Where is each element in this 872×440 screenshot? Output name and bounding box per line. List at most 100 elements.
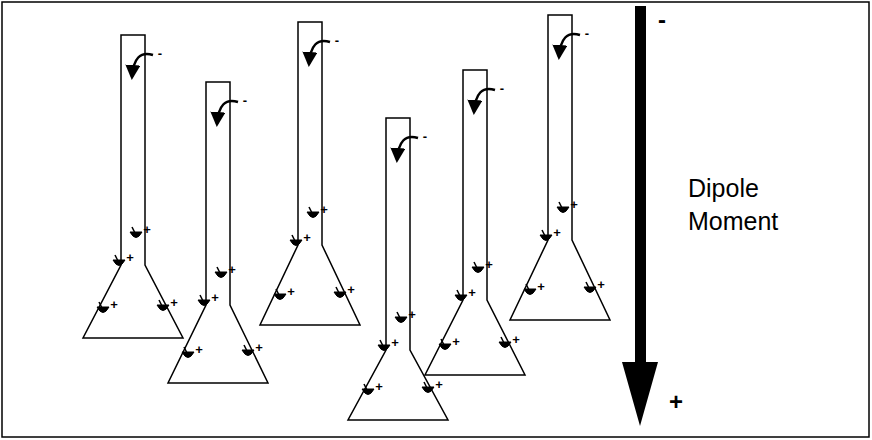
synapse-symbol	[524, 289, 536, 295]
charge-sign: +	[452, 335, 460, 348]
synapse-symbol	[334, 292, 346, 298]
synapse-stalk	[542, 230, 545, 236]
neuron-outline	[260, 22, 360, 325]
synapse-stalk	[115, 255, 118, 261]
charge-sign: +	[320, 203, 328, 216]
synapse-symbol	[274, 294, 286, 300]
synapse-symbol	[113, 260, 125, 266]
synapse-symbol	[307, 212, 319, 218]
synapse-symbol	[439, 344, 451, 350]
current-arrow	[474, 89, 495, 112]
pyramidal-neuron	[425, 70, 525, 375]
synapse-stalk	[559, 202, 562, 208]
neuron-outline	[168, 82, 268, 383]
charge-sign: +	[347, 283, 355, 296]
synapse-symbol	[378, 345, 390, 351]
synapse-stalk	[336, 287, 339, 293]
synapse-stalk	[474, 262, 477, 268]
current-arrow	[397, 137, 418, 160]
synapse-symbol	[499, 342, 511, 348]
charge-sign: +	[143, 223, 151, 236]
charge-sign: +	[303, 231, 311, 244]
neuron-outline	[425, 70, 525, 375]
charge-sign: -	[585, 27, 589, 40]
synapse-stalk	[99, 302, 102, 308]
synapse-stalk	[424, 382, 427, 388]
charge-sign: +	[435, 378, 443, 391]
pyramidal-neuron	[260, 22, 360, 325]
synapse-symbol	[97, 307, 109, 313]
synapse-symbol	[557, 207, 569, 213]
charge-sign: +	[669, 390, 683, 414]
current-arrow	[559, 34, 580, 57]
synapse-symbol	[362, 389, 374, 395]
charge-sign: +	[110, 298, 118, 311]
charge-sign: +	[170, 296, 178, 309]
axis-label: Dipole Moment	[688, 172, 778, 237]
pyramidal-neuron	[168, 82, 268, 383]
synapse-symbol	[472, 267, 484, 273]
neuron-outline	[510, 15, 610, 320]
synapse-stalk	[244, 345, 247, 351]
synapse-stalk	[184, 347, 187, 353]
charge-sign: +	[468, 286, 476, 299]
current-arrow	[309, 41, 330, 64]
charge-sign: +	[408, 308, 416, 321]
synapse-symbol	[455, 295, 467, 301]
charge-sign: +	[255, 341, 263, 354]
synapse-stalk	[309, 207, 312, 213]
synapse-stalk	[397, 312, 400, 318]
synapse-symbol	[130, 232, 142, 238]
synapse-stalk	[501, 337, 504, 343]
synapse-symbol	[584, 287, 596, 293]
synapse-symbol	[198, 300, 210, 306]
synapse-stalk	[380, 340, 383, 346]
charge-sign: -	[658, 8, 666, 32]
synapse-symbol	[422, 387, 434, 393]
synapse-stalk	[586, 282, 589, 288]
charge-sign: +	[126, 251, 134, 264]
charge-sign: +	[570, 198, 578, 211]
pyramidal-neuron	[83, 35, 183, 338]
synapse-stalk	[457, 290, 460, 296]
charge-sign: +	[537, 280, 545, 293]
synapse-symbol	[540, 235, 552, 241]
charge-sign: +	[228, 263, 236, 276]
synapse-symbol	[215, 272, 227, 278]
synapse-symbol	[242, 350, 254, 356]
charge-sign: +	[391, 336, 399, 349]
synapse-stalk	[217, 267, 220, 273]
charge-sign: -	[158, 47, 162, 60]
synapse-stalk	[159, 300, 162, 306]
charge-sign: +	[553, 226, 561, 239]
dipole-arrow	[622, 6, 658, 426]
charge-sign: +	[287, 285, 295, 298]
charge-sign: +	[485, 258, 493, 271]
current-arrow	[217, 101, 238, 124]
charge-sign: +	[597, 278, 605, 291]
synapse-stalk	[526, 284, 529, 290]
charge-sign: +	[512, 333, 520, 346]
synapse-symbol	[182, 352, 194, 358]
neuron-outline	[83, 35, 183, 338]
charge-sign: -	[335, 34, 339, 47]
charge-sign: -	[243, 94, 247, 107]
charge-sign: -	[423, 130, 427, 143]
synapse-symbol	[290, 240, 302, 246]
synapse-stalk	[200, 295, 203, 301]
charge-sign: +	[211, 291, 219, 304]
charge-sign: +	[375, 380, 383, 393]
synapse-symbol	[157, 305, 169, 311]
synapse-stalk	[132, 227, 135, 233]
synapse-stalk	[441, 339, 444, 345]
pyramidal-neuron	[510, 15, 610, 320]
charge-sign: -	[500, 82, 504, 95]
synapse-symbol	[395, 317, 407, 323]
synapse-stalk	[364, 384, 367, 390]
synapse-stalk	[276, 289, 279, 295]
charge-sign: +	[195, 343, 203, 356]
current-arrow	[132, 54, 153, 77]
synapse-stalk	[292, 235, 295, 241]
